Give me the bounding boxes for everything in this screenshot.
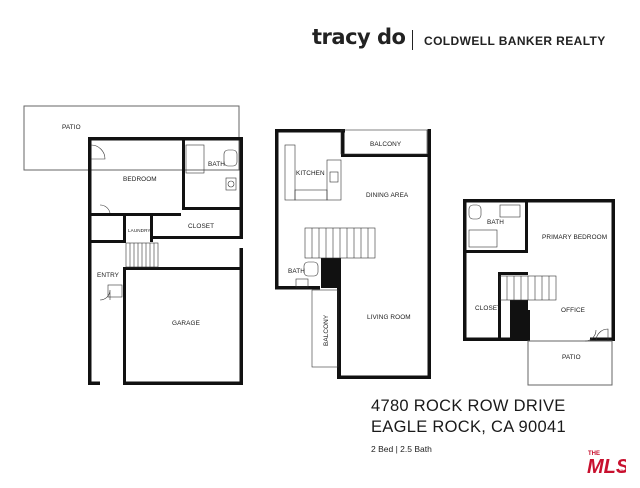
bed-bath-summary: 2 Bed | 2.5 Bath [371,444,432,454]
room-label-bedroom: BEDROOM [123,176,157,183]
mls-logo-main-text: MLS [587,456,626,476]
room-label-upper-bath: BATH [487,219,504,226]
brand-divider [412,30,413,50]
main-chimney [321,258,341,288]
upper-level-plan [463,199,615,386]
balcony-top-outline [340,129,428,155]
upper-patio-outline [527,340,613,386]
room-label-office: OFFICE [561,307,585,314]
room-label-garage: GARAGE [172,320,200,327]
room-label-laundry: LAUNDRY [128,228,151,233]
room-label-living: LIVING ROOM [367,314,411,321]
room-label-lower-closet: CLOSET [188,223,214,230]
room-label-lower-bath: BATH [208,161,225,168]
main-level-plan [275,129,431,379]
balcony-side-outline [311,289,339,368]
room-label-kitchen: KITCHEN [296,170,325,177]
mls-logo-small-text: THE [588,451,600,457]
room-label-balcony-side: BALCONY [323,314,330,346]
room-label-upper-patio: PATIO [562,354,581,361]
agent-name: tracy do [312,25,406,49]
room-label-balcony-top: BALCONY [370,141,402,148]
room-label-dining: DINING AREA [366,192,409,199]
mls-logo: THE MLS ™ [587,451,626,476]
brokerage-name: COLDWELL BANKER REALTY [424,34,606,48]
lower-level-plan [23,105,243,385]
mls-logo-mark: ™ [620,469,625,475]
address-line-1: 4780 ROCK ROW DRIVE [371,397,566,415]
address-line-2: EAGLE ROCK, CA 90041 [371,418,566,436]
room-label-main-bath: BATH [288,268,305,275]
upper-chimney [510,300,528,340]
room-label-entry: ENTRY [97,272,120,279]
room-label-upper-closet: CLOSET [475,305,501,312]
room-label-primary-bedroom: PRIMARY BEDROOM [542,234,607,241]
room-label-lower-patio: PATIO [62,124,81,131]
